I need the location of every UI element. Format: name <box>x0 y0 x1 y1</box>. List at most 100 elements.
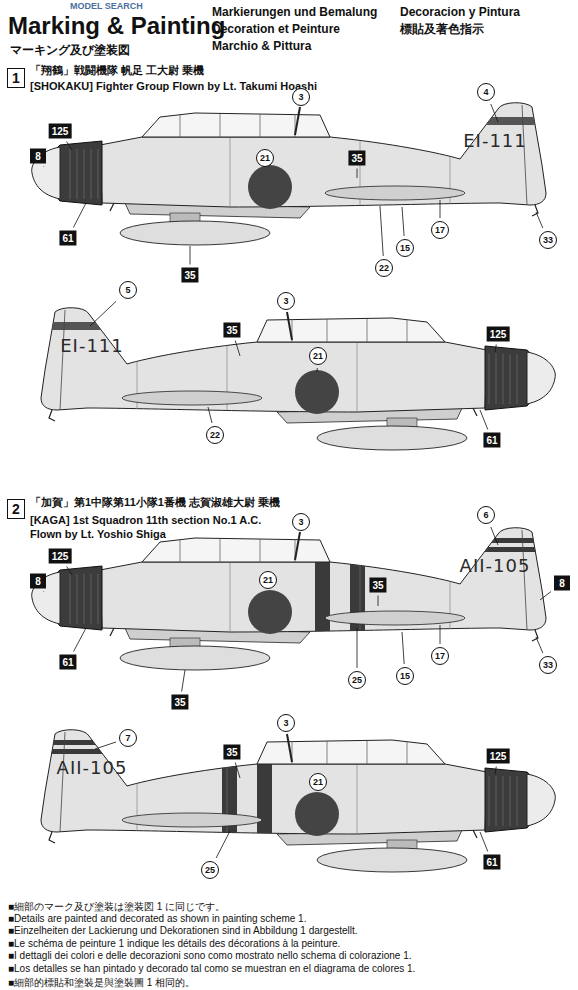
paint-number: 8 <box>30 574 46 589</box>
callout-number: 3 <box>277 292 295 310</box>
leader-line <box>95 742 116 749</box>
callout-number: 17 <box>431 647 449 665</box>
zero-profile <box>37 730 555 872</box>
paint-number: 125 <box>487 327 510 342</box>
leader-line <box>440 625 441 644</box>
paint-number: 8 <box>30 149 46 164</box>
scheme-number: 1 <box>7 68 25 88</box>
scheme-title: 「翔鶴」戦闘機隊 帆足 工大尉 乗機 <box>30 63 204 78</box>
callout-number: 22 <box>375 259 393 277</box>
leader-line <box>480 410 488 430</box>
paint-number: 61 <box>483 855 500 870</box>
note-text: ■Le schéma de peinture 1 indique les dét… <box>8 938 340 949</box>
paint-number: 125 <box>49 549 72 564</box>
leader-line <box>190 246 191 265</box>
paint-number: 8 <box>554 576 570 591</box>
callout-number: 25 <box>348 671 366 689</box>
leader-line <box>402 632 404 664</box>
leader-line <box>67 142 72 151</box>
note-text: ■細部のマーク及び塗装は塗装図 1 に同じです。 <box>8 900 225 914</box>
callout-number: 15 <box>396 667 414 685</box>
leader-line <box>491 104 498 122</box>
heading-fr: Decoration et Peinture <box>212 22 340 36</box>
leader-line <box>491 527 498 545</box>
callout-number: 17 <box>431 221 449 239</box>
leader-line <box>480 832 488 852</box>
callout-number: 4 <box>477 83 495 101</box>
heading-it: Marchio & Pittura <box>212 39 311 53</box>
paint-number: 35 <box>369 578 386 593</box>
callout-number: 7 <box>119 729 137 747</box>
zero-profile <box>37 308 555 450</box>
heading-es: Decoracion y Pintura <box>400 5 520 19</box>
callout-number: 3 <box>292 88 310 106</box>
paint-number: 61 <box>483 433 500 448</box>
paint-number: 125 <box>49 124 72 139</box>
leader-line <box>235 763 240 779</box>
callout-number: 22 <box>206 426 224 444</box>
callout-number: 21 <box>256 149 274 167</box>
callout-number: 3 <box>292 513 310 531</box>
scheme-number: 2 <box>7 499 25 519</box>
leader-line <box>43 591 44 593</box>
callout-number: 15 <box>396 239 414 257</box>
callout-number: 6 <box>477 506 495 524</box>
scheme-title: 「加賀」第1中隊第11小隊1番機 志賀淑雄大尉 乗機 <box>30 495 280 510</box>
paint-number: 35 <box>223 745 240 760</box>
paint-number: 35 <box>348 151 365 166</box>
leader-line <box>74 628 86 652</box>
zero-profile <box>32 103 550 245</box>
leader-line <box>73 203 86 228</box>
leader-line <box>380 206 383 256</box>
note-text: ■細部的標貼和塗裝是與塗裝圖 1 相同的。 <box>8 976 195 990</box>
leader-line <box>235 341 240 357</box>
callout-number: 21 <box>309 347 327 365</box>
leader-line <box>317 368 318 372</box>
leader-line <box>67 567 72 576</box>
heading-zh: 標貼及著色指示 <box>400 21 484 38</box>
tail-code: EI-111 <box>60 335 124 356</box>
heading-de: Markierungen und Bemalung <box>212 5 377 19</box>
callout-number: 3 <box>277 714 295 732</box>
paint-number: 61 <box>59 231 76 246</box>
note-text: ■I dettagli dei colori e delle decorazio… <box>8 950 411 961</box>
leader-line <box>440 200 441 218</box>
note-text: ■Details are painted and decorated as sh… <box>8 913 306 924</box>
paint-number: 35 <box>171 695 188 710</box>
callout-number: 5 <box>119 281 137 299</box>
leader-line <box>182 670 185 692</box>
heading-jp: マーキング及び塗装図 <box>10 42 130 59</box>
leader-line <box>208 407 212 423</box>
leader-line <box>536 212 543 228</box>
leader-line <box>495 767 496 775</box>
callout-number: 25 <box>201 861 219 879</box>
watermark: MODEL SEARCH <box>70 1 143 11</box>
paint-number: 61 <box>59 655 76 670</box>
leader-line <box>43 166 44 168</box>
leader-line <box>540 592 551 601</box>
leader-line <box>357 628 358 668</box>
note-text: ■Los detalles se han pintado y decorado … <box>8 963 415 974</box>
note-text: ■Einzelheiten der Lackierung und Dekorat… <box>8 925 358 936</box>
callout-number: 33 <box>539 656 557 674</box>
leader-line <box>495 345 496 353</box>
leader-line <box>536 637 543 653</box>
scheme-title: [KAGA] 1st Squadron 11th section No.1 A.… <box>30 513 290 541</box>
paint-number: 125 <box>487 749 510 764</box>
callout-number: 21 <box>259 571 277 589</box>
leader-line <box>378 596 379 607</box>
tail-code: AII-105 <box>460 555 531 576</box>
zero-profile <box>32 528 550 670</box>
leader-line <box>90 301 116 326</box>
callout-number: 21 <box>309 773 327 791</box>
scheme-title: [SHOKAKU] Fighter Group Flown by Lt. Tak… <box>30 80 317 92</box>
tail-code: AII-105 <box>57 757 128 778</box>
leader-line <box>402 207 404 236</box>
page-title: Marking & Painting <box>8 12 225 40</box>
callout-number: 33 <box>539 231 557 249</box>
paint-number: 35 <box>181 268 198 283</box>
leader-line <box>357 169 358 179</box>
tail-code: EI-111 <box>463 130 527 151</box>
paint-number: 35 <box>223 323 240 338</box>
leader-line <box>216 831 230 858</box>
